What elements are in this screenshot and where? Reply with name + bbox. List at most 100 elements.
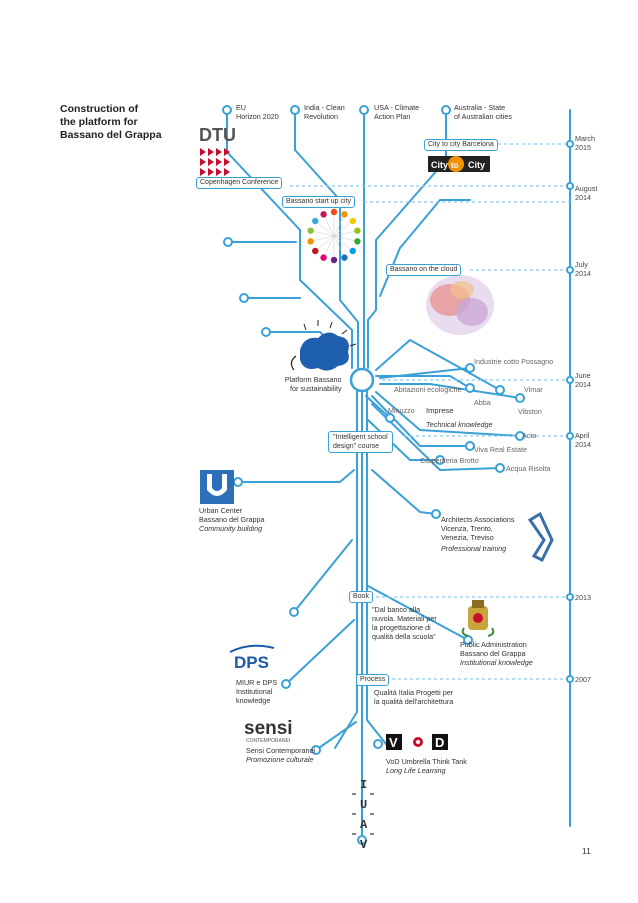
book-quote: "Dal banco alla nuvola. Materiali per la… — [372, 605, 437, 641]
svg-text:sensi: sensi — [244, 718, 293, 739]
node-vimar — [495, 385, 505, 395]
node-urban — [233, 477, 243, 487]
ring-dot — [307, 227, 314, 234]
box-process: Process — [356, 674, 390, 686]
ring-spoke — [310, 230, 335, 237]
brain-icon — [290, 320, 357, 371]
branch-sensi — [315, 721, 357, 751]
node-cotto — [465, 363, 475, 373]
branch-acta — [375, 391, 521, 437]
ring-spoke — [310, 235, 335, 242]
timeline-dot-july — [566, 266, 574, 274]
coat-of-arms-icon — [461, 600, 495, 637]
branch-abba — [375, 375, 471, 389]
company-vibston: Vibston — [518, 407, 542, 416]
branch-left-dps — [285, 619, 355, 685]
company-viva: Viva Real Estate — [474, 445, 528, 454]
box-start-up: Bassano start up city — [282, 196, 355, 208]
node-viva — [465, 441, 475, 451]
vod-label: VoD Umbrella Think Tank Long Life Learni… — [386, 757, 467, 775]
iuav-logo: I U A V — [352, 778, 374, 852]
svg-text:City: City — [468, 160, 485, 170]
branch-urban — [237, 469, 355, 483]
ring-spoke — [333, 235, 353, 252]
ring-dot — [312, 247, 319, 255]
ring-dot — [320, 254, 327, 261]
node-left-3 — [261, 327, 271, 337]
qualita-label: Qualità Italia Progetti per la qualità d… — [374, 688, 454, 706]
page-number: 11 — [582, 846, 591, 856]
ring-dot — [341, 211, 348, 218]
node-dps — [281, 679, 291, 689]
ring-spoke — [315, 235, 335, 252]
title-line-2: the platform for — [60, 116, 138, 128]
dps-logo: DPS — [229, 644, 275, 672]
box-city-to-city: City to city Barcelona — [424, 139, 498, 151]
timeline-dot-june — [566, 376, 574, 384]
svg-text:to: to — [451, 161, 459, 170]
company-abitazioni: Abitazioni ecologiche — [394, 385, 462, 394]
node-eu — [222, 105, 232, 115]
ring-spoke — [315, 220, 335, 237]
architects-label: Architects Associations Vicenza, Trento,… — [441, 515, 515, 553]
branch-minuzzo — [365, 395, 391, 419]
node-australia — [441, 105, 451, 115]
company-acqua: Acqua Risolta — [506, 464, 551, 473]
svg-text:D: D — [435, 735, 444, 750]
cloud-graphic — [426, 275, 494, 335]
sensi-logo: sensi CONTEMPORANEI — [244, 718, 293, 744]
trunk-line-3 — [366, 383, 387, 745]
node-abba — [465, 383, 475, 393]
node-vod — [373, 739, 383, 749]
date-2013: 2013 — [575, 593, 591, 602]
sensi-label: Sensi Contemporanei Promozione culturale — [246, 746, 316, 764]
ring-dot — [320, 211, 327, 218]
ring-dot — [330, 208, 338, 216]
node-india — [290, 105, 300, 115]
dtu-logo: DTU — [199, 125, 236, 176]
city-to-city-logo: City to City — [428, 156, 490, 172]
urban-center-label: Urban Center Bassano del Grappa Communit… — [199, 506, 265, 533]
branch-australia — [367, 109, 447, 369]
svg-text:CONTEMPORANEI: CONTEMPORANEI — [246, 738, 290, 744]
branch-architects — [371, 469, 437, 515]
dtu-logo-text: DTU — [199, 125, 236, 145]
title-line-3: Bassano del Grappa — [60, 129, 162, 141]
ring-dot — [312, 217, 319, 225]
node-sensi — [311, 745, 321, 755]
node-vibston — [515, 393, 525, 403]
timeline-dot-2013 — [566, 593, 574, 601]
ring-dot — [307, 238, 314, 245]
branch-left-mid — [293, 539, 353, 613]
branch-vimar — [375, 339, 501, 391]
architects-logo — [527, 511, 554, 563]
title-line-1: Construction of — [60, 103, 139, 115]
platform-hub — [349, 367, 375, 393]
node-left-1 — [223, 237, 233, 247]
ring-dot — [354, 227, 361, 234]
node-left-2 — [239, 293, 249, 303]
node-acqua — [495, 463, 505, 473]
date-2007: 2007 — [575, 675, 591, 684]
branch-vibston — [379, 383, 521, 399]
timeline-dot-august — [566, 182, 574, 190]
node-acta — [515, 431, 525, 441]
ring-dot — [330, 256, 338, 264]
node-architects — [431, 509, 441, 519]
trunk-line-2 — [334, 383, 358, 749]
ring-dot — [341, 254, 348, 261]
miur-label: MIUR e DPS Institutional knowledge — [236, 678, 278, 705]
ring-spoke — [333, 230, 358, 237]
public-admin-label: Public Administration Bassano del Grappa… — [460, 640, 533, 667]
node-usa — [359, 105, 369, 115]
company-minuzzo: Minuzzo — [388, 406, 415, 415]
branch-viva — [371, 395, 471, 447]
ring-spoke — [333, 235, 358, 242]
